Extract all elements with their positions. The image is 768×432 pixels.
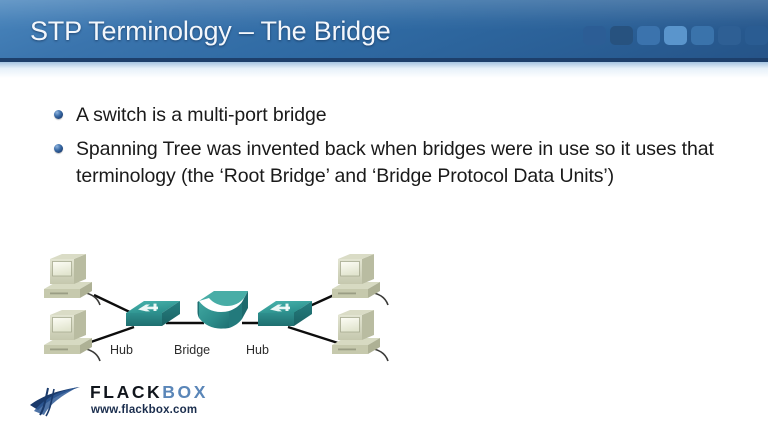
pc-top-right-icon (331, 253, 389, 306)
link-hub-right-to-pc-bottom-right (287, 325, 339, 345)
bullet-sphere-icon (54, 110, 63, 119)
logo-url-text: www.flackbox.com (91, 404, 198, 416)
slide-header-banner: STP Terminology – The Bridge (0, 0, 768, 62)
decor-square-6 (718, 26, 741, 45)
flackbox-swoosh-icon (30, 387, 80, 417)
bullet-list: A switch is a multi-port bridge Spanning… (54, 102, 734, 197)
hub-right-label: Hub (246, 343, 269, 357)
hub-right-icon (258, 301, 312, 326)
bullet-text: Spanning Tree was invented back when bri… (76, 137, 714, 187)
bullet-text: A switch is a multi-port bridge (76, 104, 327, 126)
flackbox-wordmark: FLACKBOX (90, 382, 209, 402)
flackbox-logo: FLACKBOX www.flackbox.com (28, 382, 208, 422)
decor-square-4 (664, 26, 687, 45)
decor-square-1 (583, 26, 606, 45)
decor-square-2 (610, 26, 633, 45)
network-topology-diagram: Hub Bridge Hub (28, 243, 398, 371)
list-item: A switch is a multi-port bridge (54, 102, 734, 129)
header-bottom-fade (0, 62, 768, 78)
hub-left-label: Hub (110, 343, 133, 357)
bullet-sphere-icon (54, 143, 63, 153)
logo-word-primary: FLACK (90, 382, 163, 402)
page-title: STP Terminology – The Bridge (30, 16, 391, 46)
decor-square-5 (691, 26, 714, 45)
decor-square-3 (637, 26, 660, 45)
link-pc-bottom-left-to-hub-left (87, 325, 135, 345)
topology-svg (43, 253, 389, 362)
pc-bottom-left-icon (43, 309, 101, 362)
logo-word-secondary: BOX (162, 382, 209, 402)
bridge-icon (197, 291, 248, 329)
pc-bottom-right-icon (331, 309, 389, 362)
pc-top-left-icon (43, 253, 101, 306)
bridge-label: Bridge (174, 343, 211, 357)
decor-square-7 (745, 26, 768, 45)
header-decorative-squares (583, 26, 768, 45)
list-item: Spanning Tree was invented back when bri… (54, 136, 734, 190)
